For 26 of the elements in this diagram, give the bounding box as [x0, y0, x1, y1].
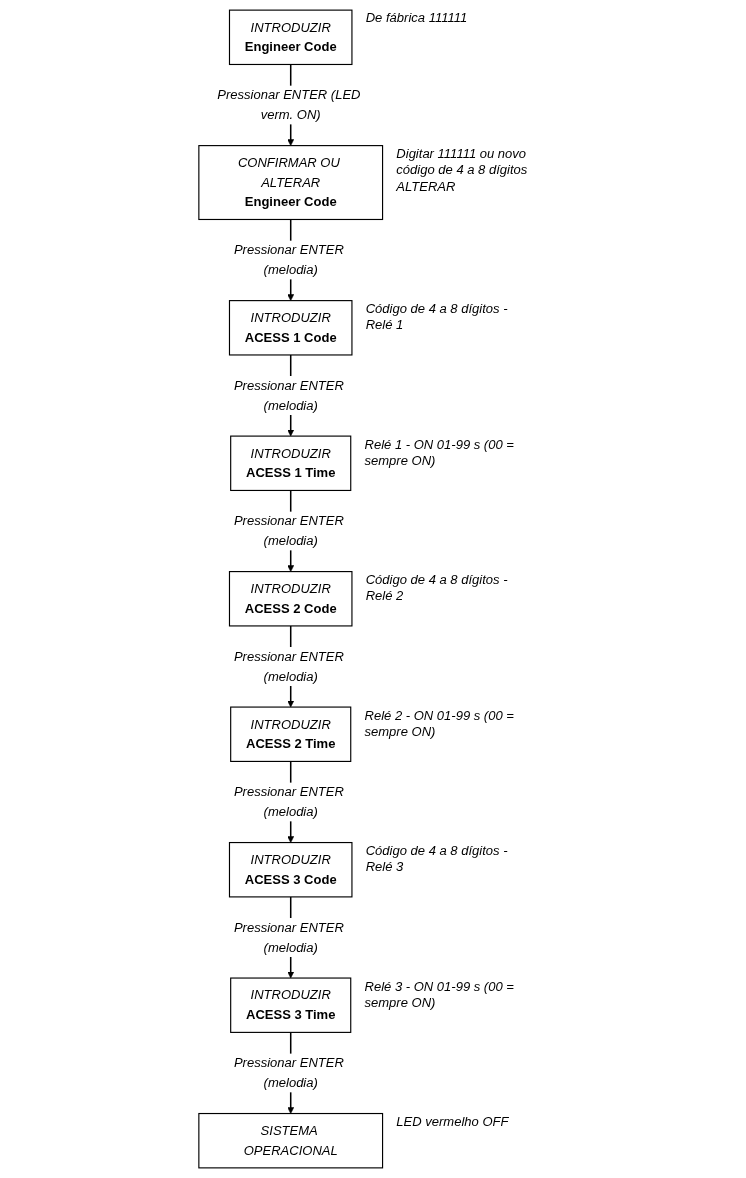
node-box: INTRODUZIR ACESS 3 Code: [228, 842, 353, 898]
node-box: INTRODUZIR ACESS 2 Code: [228, 571, 353, 627]
note-text: Relé 3 - ON 01-99 s (00 = sempre ON): [364, 978, 515, 1011]
note-text: Relé 1 - ON 01-99 s (00 = sempre ON): [364, 436, 515, 469]
node-box: SISTEMA OPERACIONAL: [198, 1112, 384, 1169]
node-box: INTRODUZIR Engineer Code: [228, 9, 353, 66]
note-text: De fábrica 111111: [365, 10, 469, 27]
edge-label: Pressionar ENTER (melodia): [233, 1055, 344, 1090]
edge-label: Pressionar ENTER (melodia): [233, 242, 344, 277]
edge-label: Pressionar ENTER (melodia): [233, 920, 344, 955]
edge-label: Pressionar ENTER (melodia): [233, 378, 344, 413]
node-box: INTRODUZIR ACESS 1 Time: [230, 435, 352, 492]
edge-label: Pressionar ENTER (melodia): [233, 784, 344, 819]
note-text: Código de 4 a 8 dígitos - Relé 2: [365, 571, 509, 605]
node-box: INTRODUZIR ACESS 1 Code: [228, 300, 353, 356]
note-text: LED vermelho OFF: [396, 1113, 510, 1130]
node-box: INTRODUZIR ACESS 3 Time: [230, 977, 352, 1033]
note-text: Relé 2 - ON 01-99 s (00 = sempre ON): [364, 707, 515, 740]
note-text: Código de 4 a 8 dígitos - Relé 1: [365, 300, 509, 334]
node-box: CONFIRMAR OU ALTERAR Engineer Code: [198, 145, 384, 221]
edge-label: Pressionar ENTER (melodia): [233, 513, 344, 548]
edge-label: Pressionar ENTER (LED verm. ON): [217, 87, 361, 122]
node-box: INTRODUZIR ACESS 2 Time: [230, 706, 352, 762]
note-text: Código de 4 a 8 dígitos - Relé 3: [365, 842, 509, 876]
edge-label: Pressionar ENTER (melodia): [233, 649, 344, 684]
note-text: Digitar 111111 ou novo código de 4 a 8 dígitos ALTERAR: [396, 145, 529, 195]
